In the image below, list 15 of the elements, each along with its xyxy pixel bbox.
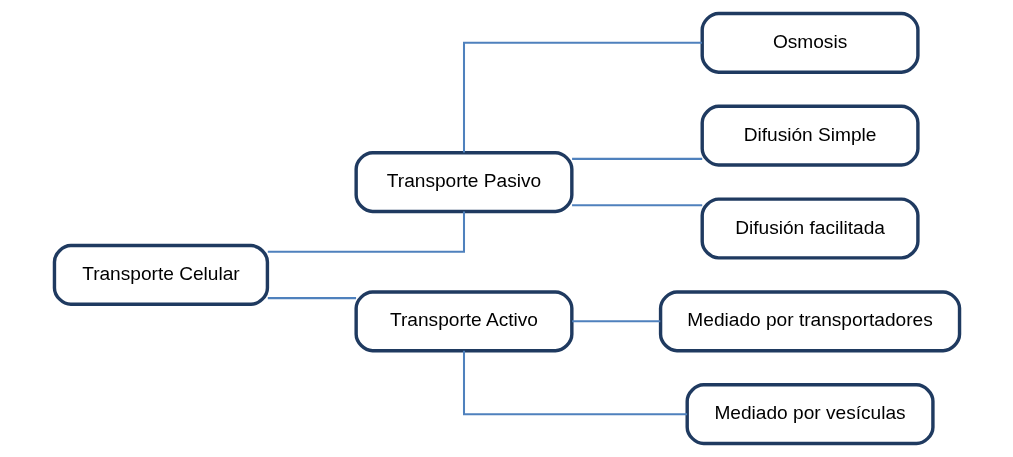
- node-box: Difusión Simple: [700, 104, 920, 167]
- node-box: Difusión facilitada: [700, 197, 920, 260]
- node-box: Transporte Activo: [353, 290, 574, 353]
- node-box: Mediado por vesículas: [685, 383, 935, 446]
- node-box: Transporte Celular: [52, 243, 269, 306]
- connector: [267, 211, 465, 253]
- connector: [571, 204, 702, 207]
- connector: [571, 157, 702, 160]
- node-box: Osmosis: [700, 11, 920, 74]
- connector: [571, 320, 660, 323]
- node-box: Transporte Pasivo: [353, 151, 574, 214]
- node-box: Mediado por transportadores: [658, 290, 961, 353]
- connector: [267, 297, 356, 300]
- connector: [462, 350, 687, 416]
- connector: [462, 41, 702, 153]
